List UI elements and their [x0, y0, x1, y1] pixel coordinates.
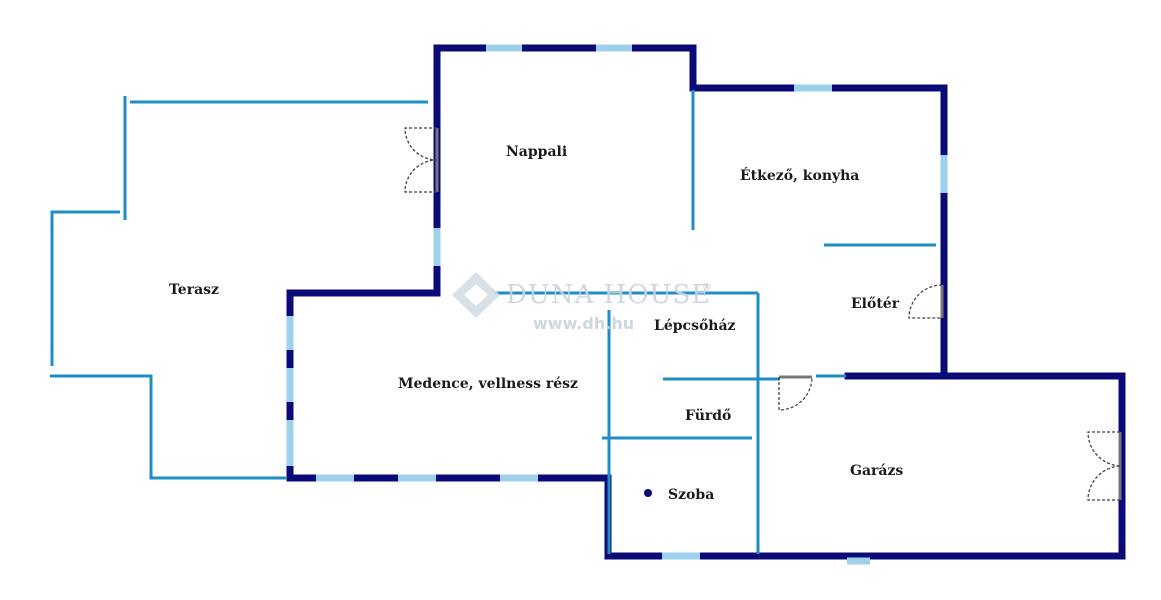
room-label-terasz: Terasz [169, 282, 219, 298]
room-label-eloter: Előtér [851, 296, 900, 312]
terrace-edge [50, 374, 286, 480]
room-label-lepcsohaz: Lépcsőház [654, 318, 736, 334]
doors [404, 127, 1122, 501]
terrace-door [404, 127, 439, 193]
entrance-door [908, 284, 944, 319]
room-label-nappali: Nappali [506, 144, 567, 160]
watermark-url: www.dh.hu [533, 314, 634, 333]
garage-inner-door [778, 375, 813, 411]
room-label-furdo: Fürdő [685, 408, 731, 424]
room-labels: Nappali Étkező, konyha Terasz Előtér Lép… [169, 144, 903, 503]
szoba-marker-dot [644, 489, 652, 497]
watermark-brand: DUNA HOUSE [506, 280, 711, 310]
exterior-wall-nappali [433, 44, 948, 380]
garage-door [1087, 431, 1122, 501]
terrace-edge [50, 210, 120, 366]
room-label-szoba: Szoba [668, 487, 714, 503]
watermark-registered: ® [702, 282, 712, 293]
room-label-medence: Medence, vellness rész [398, 376, 578, 392]
interior-walls [50, 90, 936, 554]
watermark: DUNA HOUSE ® www.dh.hu [452, 272, 712, 333]
room-label-etkezo-konyha: Étkező, konyha [740, 166, 859, 184]
duna-house-logo-icon [452, 272, 500, 318]
windows [286, 44, 948, 565]
room-label-garazs: Garázs [850, 463, 903, 479]
